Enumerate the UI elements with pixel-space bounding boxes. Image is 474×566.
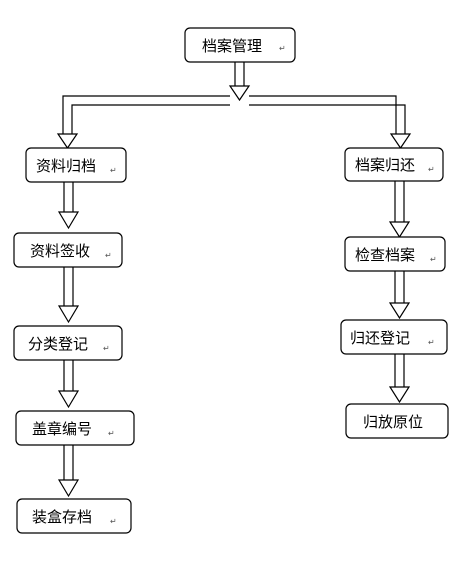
- paragraph-mark-icon: ↵: [428, 338, 435, 347]
- node-right-1-label: 档案归还: [355, 156, 415, 174]
- node-left-4: 盖章编号 ↵: [15, 410, 135, 446]
- node-right-2-label: 检查档案: [355, 246, 415, 264]
- arrow-left-1-2: [57, 182, 80, 230]
- node-left-1-label: 资料归档: [36, 157, 96, 175]
- node-left-5-label: 装盒存档: [32, 508, 92, 526]
- arrow-right-1-2: [388, 181, 411, 239]
- node-right-3: 归还登记 ↵: [340, 319, 448, 355]
- node-right-4: 归放原位: [345, 403, 449, 439]
- paragraph-mark-icon: ↵: [279, 44, 286, 53]
- node-left-2-label: 资料签收: [30, 242, 90, 260]
- arrow-left-3-4: [57, 360, 80, 409]
- arrow-root-to-branch: [228, 62, 251, 102]
- node-left-5: 装盒存档 ↵: [16, 498, 132, 534]
- paragraph-mark-icon: ↵: [428, 165, 435, 174]
- paragraph-mark-icon: ↵: [430, 255, 437, 264]
- arrow-right-3-4: [388, 354, 411, 404]
- node-root: 档案管理 ↵: [184, 27, 296, 63]
- node-left-1: 资料归档 ↵: [25, 147, 127, 183]
- node-left-3: 分类登记 ↵: [13, 325, 123, 361]
- arrow-right-2-3: [388, 271, 411, 320]
- connectors: [56, 62, 412, 498]
- node-right-3-label: 归还登记: [350, 329, 410, 347]
- node-root-label: 档案管理: [202, 37, 262, 55]
- paragraph-mark-icon: ↵: [103, 344, 110, 353]
- node-right-2: 检查档案 ↵: [344, 236, 446, 272]
- node-left-4-label: 盖章编号: [32, 420, 92, 438]
- branch-bar: [56, 95, 412, 150]
- paragraph-mark-icon: ↵: [108, 429, 115, 438]
- paragraph-mark-icon: ↵: [105, 251, 112, 260]
- arrow-left-2-3: [57, 267, 80, 324]
- paragraph-mark-icon: ↵: [110, 166, 117, 175]
- paragraph-mark-icon: ↵: [110, 517, 117, 526]
- node-right-4-label: 归放原位: [363, 413, 423, 431]
- node-right-1: 档案归还 ↵: [344, 147, 444, 182]
- node-left-3-label: 分类登记: [28, 335, 88, 353]
- arrow-left-4-5: [57, 445, 80, 498]
- node-left-2: 资料签收 ↵: [13, 232, 123, 268]
